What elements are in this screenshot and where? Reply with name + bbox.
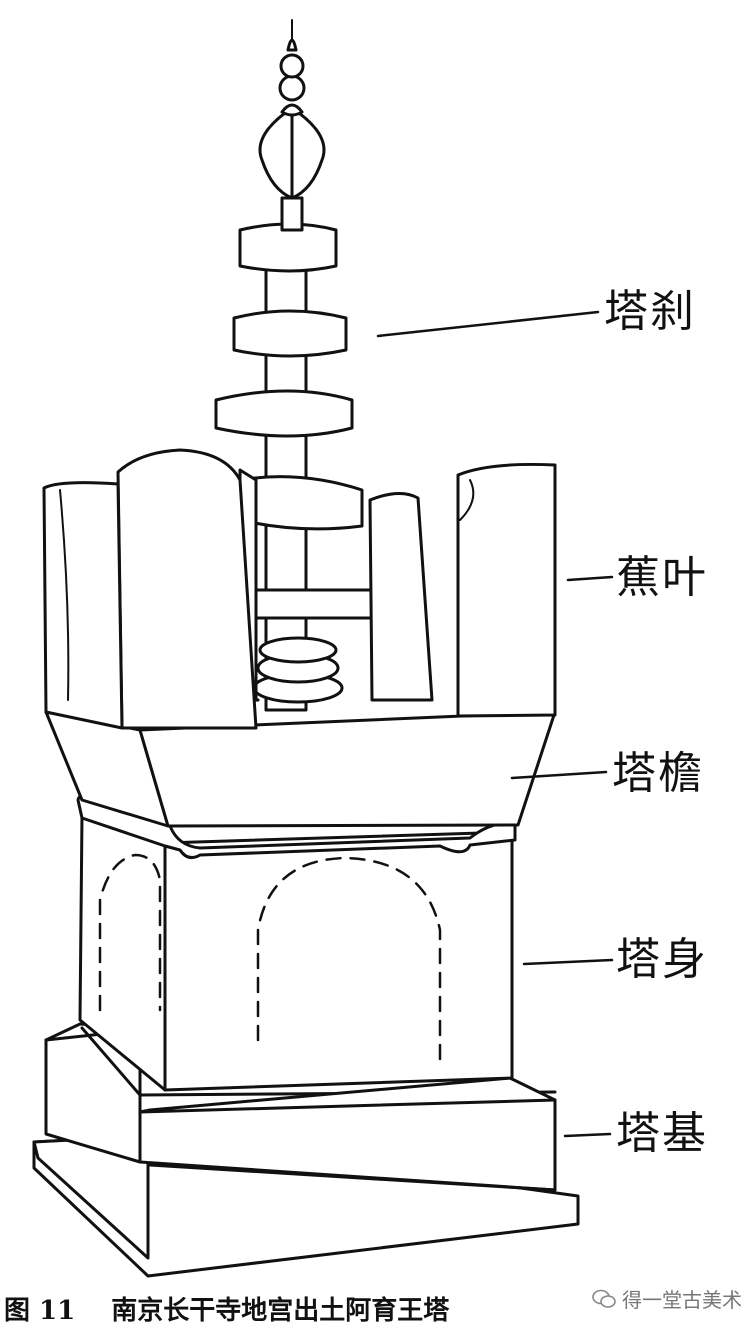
watermark-text: 得一堂古美术 xyxy=(622,1284,742,1313)
figure-caption: 图 11 南京长干寺地宫出土阿育王塔 xyxy=(4,1290,449,1327)
label-spire: 塔刹 xyxy=(604,290,696,334)
figure-title: 南京长干寺地宫出土阿育王塔 xyxy=(111,1296,449,1326)
label-eaves: 塔檐 xyxy=(612,752,704,796)
wechat-icon xyxy=(592,1289,616,1309)
pagoda-body xyxy=(78,795,515,1090)
figure-number: 图 11 xyxy=(4,1296,75,1326)
label-plantain-leaf: 蕉叶 xyxy=(616,556,708,600)
label-body: 塔身 xyxy=(616,938,708,982)
label-base: 塔基 xyxy=(616,1112,708,1156)
watermark: 得一堂古美术 xyxy=(592,1284,742,1313)
